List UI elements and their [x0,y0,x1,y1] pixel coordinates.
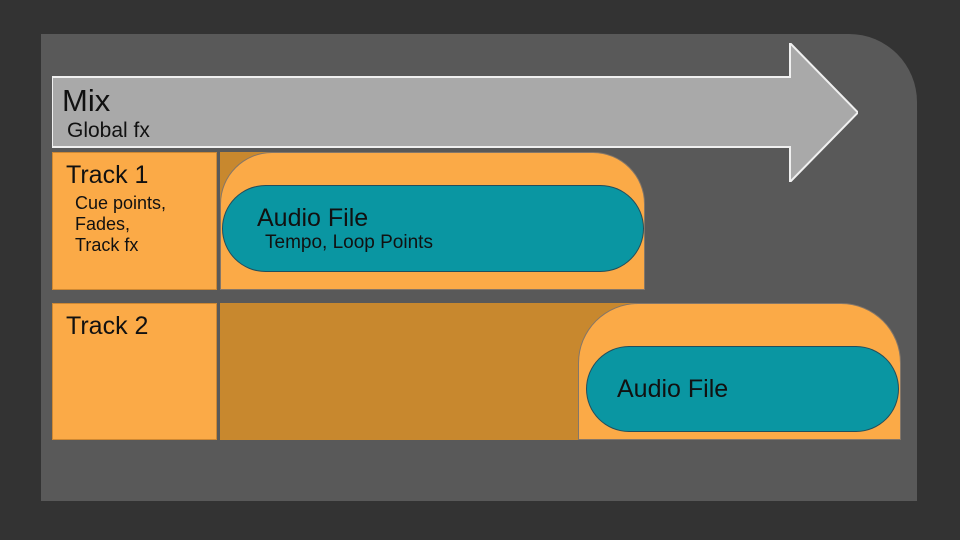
mix-arrow [52,43,858,182]
track1-label-box: Track 1 Cue points, Fades, Track fx [52,152,217,290]
track1-lane: Audio File Tempo, Loop Points [220,152,645,290]
track1-audio-clip-container: Audio File Tempo, Loop Points [220,152,645,290]
track2-audio-file-label: Audio File [617,375,729,403]
track2-label-box: Track 2 [52,303,217,440]
track2-title: Track 2 [66,312,149,340]
track1-audio-file-pill: Audio File Tempo, Loop Points [222,185,644,272]
track1-title: Track 1 [66,161,149,189]
track1-detail-line: Track fx [75,235,139,255]
right-arrow-icon [52,43,858,182]
track2-audio-file-pill: Audio File [586,346,899,432]
track1-audio-file-label: Audio File [257,203,369,232]
track1-details: Cue points, Fades, Track fx [75,193,210,256]
track2-lane: Audio File [220,303,901,440]
mix-banner-text: Mix Global fx [62,83,150,142]
track1-audio-file-sublabel: Tempo, Loop Points [265,231,433,253]
track1-detail-line: Cue points, [75,193,167,213]
track2-audio-clip-container: Audio File [578,303,901,440]
track2-lane-background [220,303,640,440]
mix-sublabel: Global fx [67,118,150,142]
track1-detail-line: Fades, [75,214,131,234]
mix-label: Mix [62,83,111,118]
